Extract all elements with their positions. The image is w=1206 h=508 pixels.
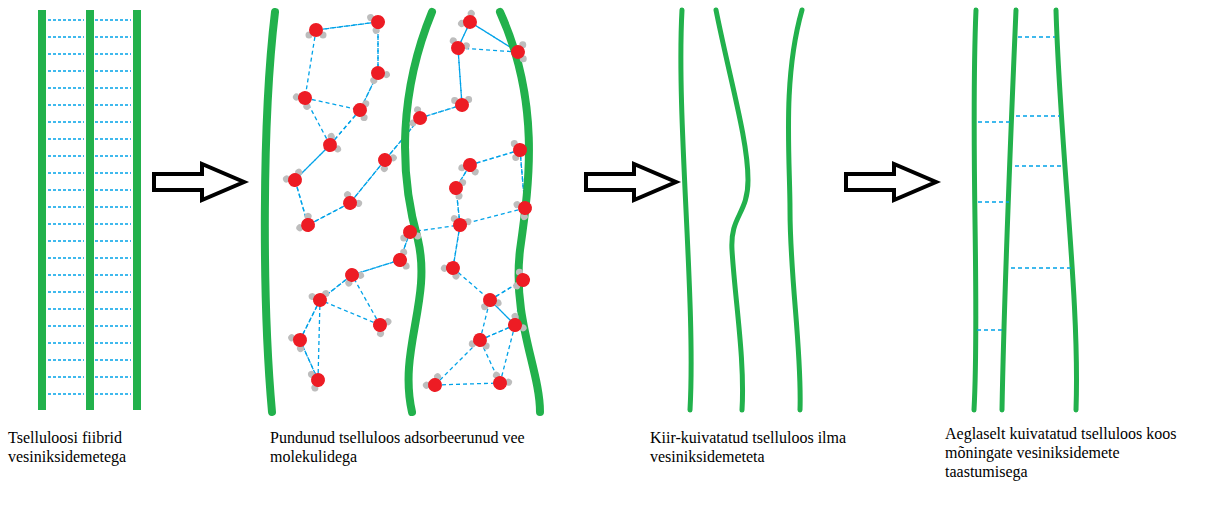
fast-dried-cellulose <box>681 10 802 410</box>
caption: Kiir-kuivatatud tselluloos ilma vesiniks… <box>650 428 875 466</box>
caption: Tselluloosi fiibrid vesiniksidemetega <box>8 428 178 466</box>
process-arrows <box>154 164 936 200</box>
cellulose-fibres <box>42 10 137 410</box>
caption: Aeglaselt kuivatatud tselluloos koos mõn… <box>945 424 1195 481</box>
swollen-cellulose <box>265 9 540 412</box>
caption: Pundunud tselluloos adsorbeerunud vee mo… <box>270 428 530 466</box>
slow-dried-cellulose <box>974 10 1077 410</box>
